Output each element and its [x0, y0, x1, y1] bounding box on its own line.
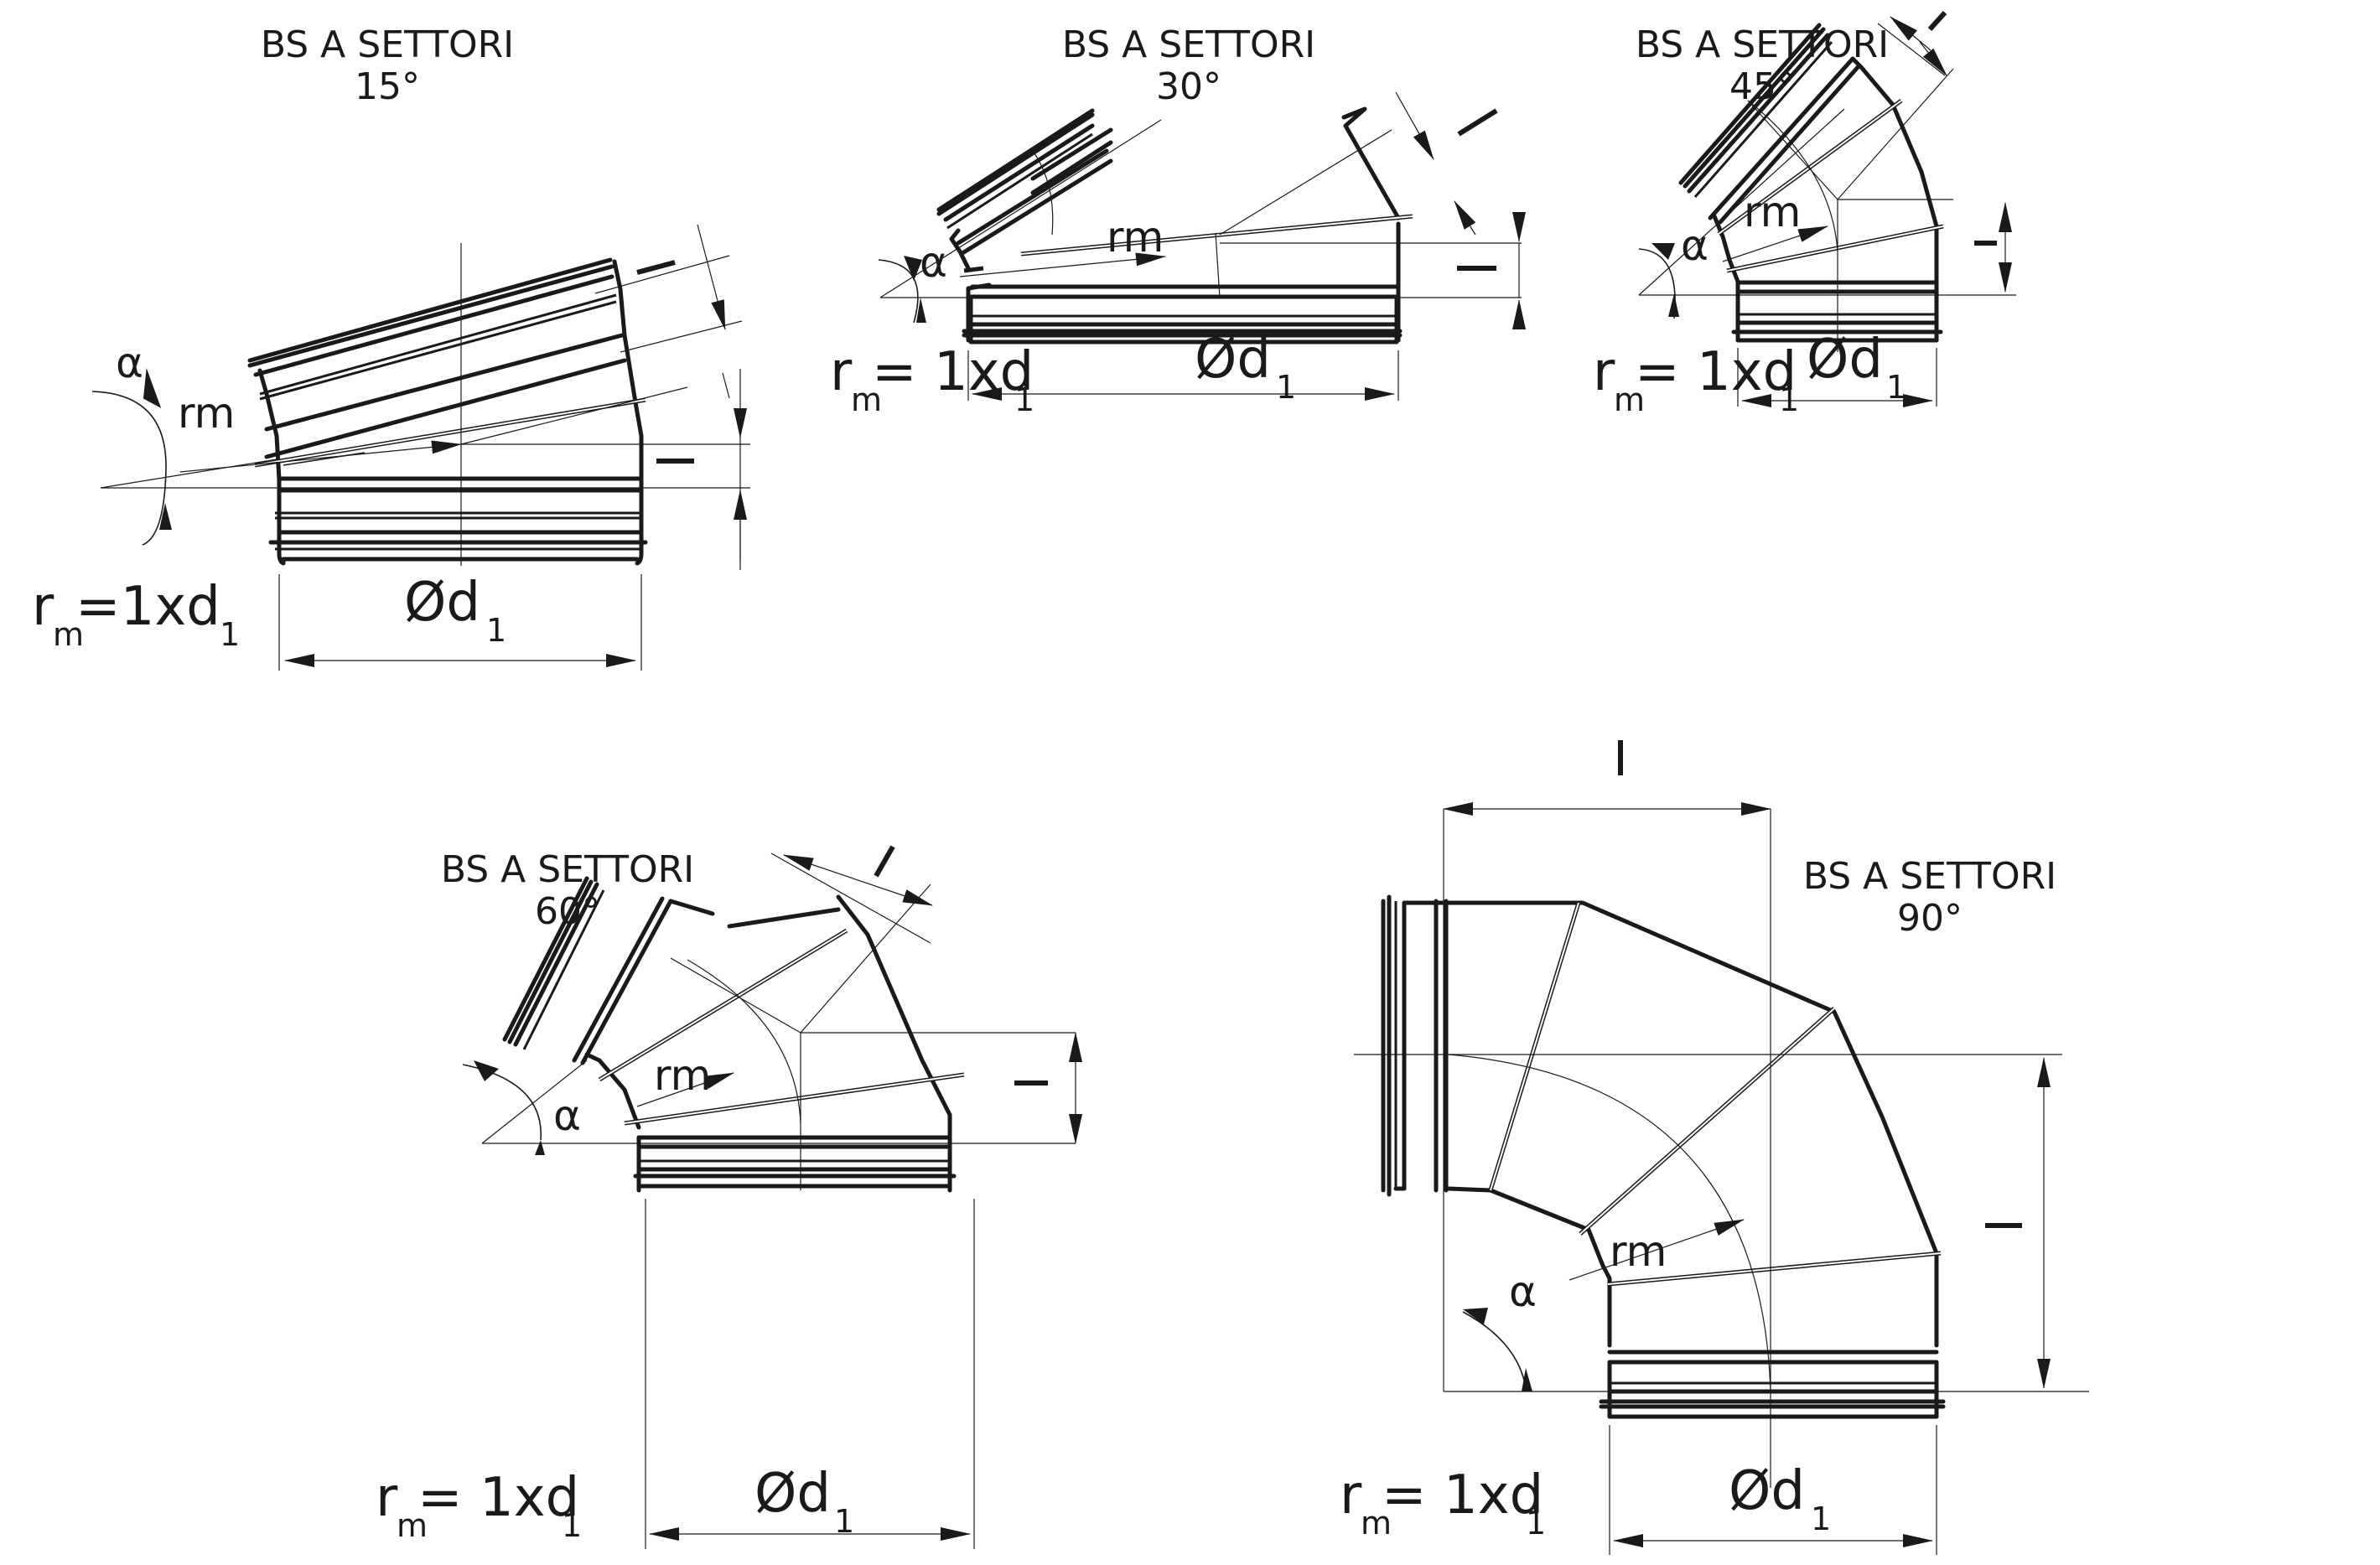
- alpha-arc: [1638, 248, 1676, 319]
- svg-text:Ød: Ød: [1807, 329, 1883, 391]
- rm-arrow: [179, 440, 462, 473]
- drawing-title: BS A SETTORI: [261, 23, 514, 66]
- svg-text:r: r: [830, 341, 853, 403]
- svg-text:m: m: [397, 1507, 428, 1544]
- svg-text:m: m: [1614, 381, 1645, 418]
- svg-text:=1xd: =1xd: [75, 576, 220, 638]
- svg-text:Ød: Ød: [404, 572, 480, 634]
- svg-text:1: 1: [1811, 1500, 1831, 1537]
- duct-lower-cuff: [962, 221, 1403, 345]
- segment-axis: [460, 386, 688, 445]
- svg-text:r: r: [32, 576, 54, 638]
- length-mark-upper: [874, 845, 895, 878]
- length-mark-upper: [636, 260, 676, 275]
- svg-text:1: 1: [1779, 381, 1799, 418]
- svg-text:1: 1: [1276, 369, 1296, 406]
- drawing-90deg: BS A SETTORI 90°: [1340, 740, 2089, 1555]
- drawing-title: BS A SETTORI: [441, 848, 694, 891]
- alpha-arc: [91, 391, 167, 546]
- alpha-ray: [100, 459, 277, 489]
- duct-upper-segment: [502, 876, 965, 1130]
- drawing-angle: 15°: [355, 65, 420, 108]
- drawing-title: BS A SETTORI: [1636, 23, 1889, 66]
- drawing-title: BS A SETTORI: [1803, 855, 2056, 898]
- svg-text:1: 1: [1526, 1505, 1546, 1542]
- svg-text:1: 1: [562, 1507, 582, 1544]
- radius-label: rm: [1610, 1227, 1667, 1276]
- drawing-angle: 30°: [1156, 65, 1221, 108]
- drawing-15deg: BS A SETTORI 15°: [32, 23, 750, 671]
- drawing-angle: 90°: [1897, 897, 1963, 940]
- duct-segments: [1446, 900, 1942, 1348]
- svg-text:r: r: [376, 1467, 398, 1529]
- radius-formula: r m = 1xd 1: [376, 1467, 582, 1544]
- svg-text:m: m: [851, 381, 882, 418]
- radius-label: rm: [654, 1051, 711, 1100]
- drawing-30deg: BS A SETTORI 30°: [830, 23, 1526, 418]
- svg-text:Ød: Ød: [1729, 1460, 1805, 1522]
- svg-text:1: 1: [1014, 381, 1034, 418]
- radius-formula: r m = 1xd 1: [1340, 1464, 1546, 1542]
- alpha-label: α: [1681, 221, 1709, 270]
- svg-text:1: 1: [834, 1503, 854, 1540]
- diameter-label: Ød 1: [1729, 1460, 1831, 1537]
- alpha-arc: [1462, 1311, 1527, 1388]
- diameter-label: Ød 1: [1807, 329, 1906, 406]
- svg-text:m: m: [53, 616, 84, 653]
- radius-formula: r m = 1xd 1: [1593, 341, 1799, 418]
- length-mark-upper: [1457, 108, 1498, 137]
- svg-text:= 1xd: = 1xd: [872, 341, 1034, 403]
- alpha-label: α: [920, 238, 947, 287]
- alpha-label: α: [116, 339, 143, 387]
- svg-text:Ød: Ød: [1195, 329, 1271, 391]
- alpha-label: α: [1509, 1267, 1537, 1316]
- drawing-45deg: BS A SETTORI 45°: [1593, 10, 2016, 418]
- alpha-label: α: [553, 1091, 581, 1140]
- duct-upper-segment: [936, 106, 1413, 273]
- radius-formula: r m = 1xd 1: [830, 341, 1034, 418]
- duct-lower-cuff: [633, 1112, 957, 1193]
- svg-text:r: r: [1593, 341, 1615, 403]
- svg-text:= 1xd: = 1xd: [1382, 1464, 1543, 1526]
- alpha-arc: [462, 1064, 542, 1141]
- svg-text:Ød: Ød: [754, 1463, 831, 1525]
- svg-text:= 1xd: = 1xd: [417, 1467, 579, 1529]
- svg-text:1: 1: [220, 616, 240, 653]
- duct-upper-segment: [1678, 23, 1944, 284]
- svg-text:1: 1: [486, 612, 506, 649]
- radius-label: rm: [1744, 188, 1801, 236]
- duct-upper-segment: [247, 257, 646, 482]
- svg-text:r: r: [1340, 1464, 1362, 1526]
- radius-label: rm: [1107, 213, 1164, 262]
- drawing-title: BS A SETTORI: [1062, 23, 1315, 66]
- duct-lower-cuff: [268, 476, 648, 566]
- duct-lower-cuff: [1599, 1350, 1946, 1419]
- diameter-label: Ød 1: [404, 572, 506, 649]
- radius-formula: r m =1xd 1: [32, 576, 240, 653]
- svg-text:= 1xd: = 1xd: [1635, 341, 1797, 403]
- diameter-label: Ød 1: [754, 1463, 854, 1540]
- radius-label: rm: [178, 389, 235, 438]
- diameter-label: Ød 1: [1195, 329, 1296, 406]
- svg-text:1: 1: [1886, 369, 1906, 406]
- svg-text:m: m: [1361, 1505, 1392, 1542]
- drawing-60deg: BS A SETTORI 60°: [376, 845, 1082, 1549]
- length-mark-upper: [1927, 10, 1947, 32]
